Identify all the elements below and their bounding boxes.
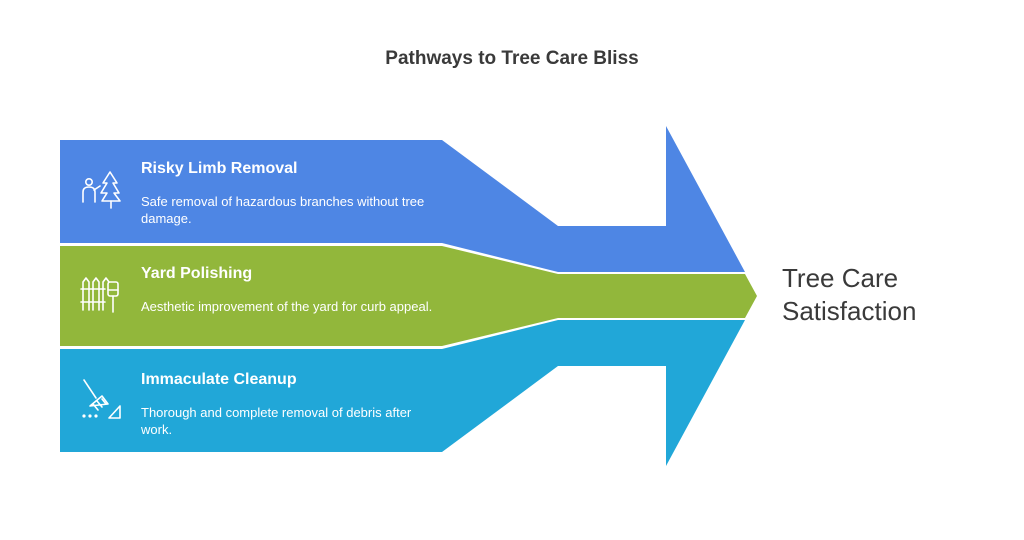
segment-desc-immaculate-cleanup: Thorough and complete removal of debris … xyxy=(141,405,412,437)
fence-brush-icon xyxy=(80,277,119,313)
outcome-label: Tree Care Satisfaction xyxy=(782,263,917,326)
diagram-title: Pathways to Tree Care Bliss xyxy=(385,48,639,69)
segment-desc-risky-limb-removal: Safe removal of hazardous branches witho… xyxy=(141,194,425,226)
segment-title-risky-limb-removal: Risky Limb Removal xyxy=(141,160,298,177)
rake-broom-icon xyxy=(82,379,121,419)
segment-band-risky-limb-removal xyxy=(60,126,745,272)
segment-band-yard-polishing xyxy=(60,246,757,346)
segment-title-immaculate-cleanup: Immaculate Cleanup xyxy=(141,371,297,388)
segment-band-immaculate-cleanup xyxy=(60,320,745,466)
segment-desc-yard-polishing: Aesthetic improvement of the yard for cu… xyxy=(141,299,433,314)
segment-title-yard-polishing: Yard Polishing xyxy=(141,265,253,282)
arborist-tree-icon xyxy=(82,171,121,209)
